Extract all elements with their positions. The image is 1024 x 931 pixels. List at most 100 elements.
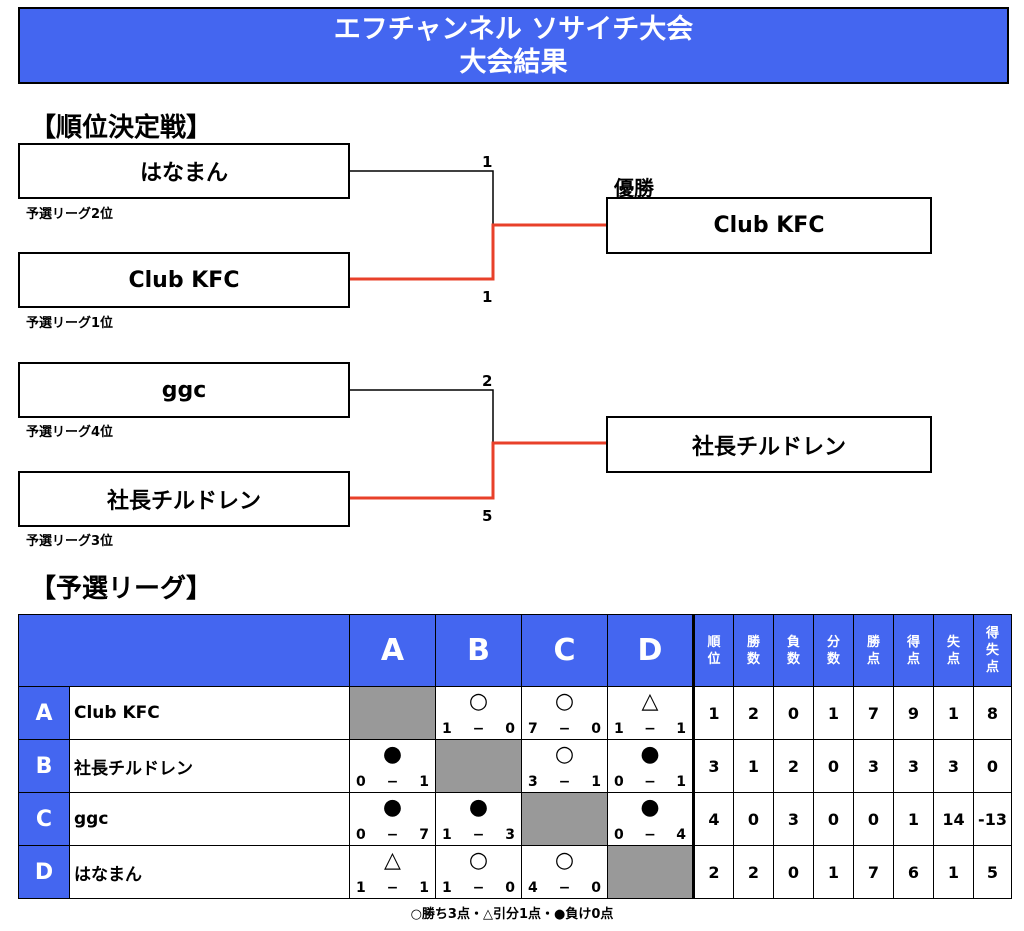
- self-match-cell: [435, 739, 522, 793]
- stat-value: 1: [813, 686, 854, 740]
- score-left: 1: [356, 879, 366, 896]
- match-result: ○3−1: [522, 741, 607, 792]
- score-ggc: 2: [482, 372, 493, 390]
- team-name: 社長チルドレン: [106, 489, 261, 514]
- team-name: ggc: [69, 792, 350, 846]
- stat-header-label: 得 点: [906, 634, 920, 667]
- match-score: 7−0: [522, 721, 607, 737]
- score-club-kfc: 1: [482, 288, 493, 306]
- stat-header-label: 失 点: [946, 634, 960, 667]
- match-result: ○1−0: [436, 847, 521, 898]
- match-result: ○ 7−0: [522, 688, 607, 739]
- prelim-rank-note: 予選リーグ1位: [26, 316, 114, 331]
- match-result-cell: ●0−1: [607, 739, 694, 793]
- self-match-cell: [607, 845, 694, 899]
- stat-value: 6: [893, 845, 934, 899]
- bracket-team-shacho-children: 社長チルドレン: [18, 471, 350, 527]
- result-symbol: ●: [640, 794, 660, 820]
- prelim-rank-note: 予選リーグ3位: [26, 534, 114, 549]
- match-result: △1−1: [350, 847, 435, 898]
- score-left: 4: [528, 879, 538, 896]
- stat-value: 9: [893, 686, 934, 740]
- result-symbol: ○: [468, 688, 489, 714]
- points-legend: ○勝ち3点・△引分1点・●負け0点: [410, 907, 614, 922]
- stat-header: 勝 点: [853, 614, 894, 687]
- stat-value: 2: [733, 845, 774, 899]
- match-result-cell: ○1−0: [435, 845, 522, 899]
- self-match-cell: [521, 792, 608, 846]
- row-letter: D: [18, 845, 70, 899]
- stat-value: 2: [692, 845, 734, 899]
- finalist-box: 社長チルドレン: [606, 416, 932, 473]
- score-hanaman: 1: [482, 153, 493, 171]
- stat-value: 1: [733, 739, 774, 793]
- champion-box: Club KFC: [606, 197, 932, 254]
- header-blank-cell: [18, 614, 350, 687]
- stat-value: 7: [853, 686, 894, 740]
- bracket-heading: 【順位決定戦】: [30, 113, 213, 143]
- score-left: 1: [442, 826, 452, 843]
- match-result: ●0−1: [350, 741, 435, 792]
- match-result-cell: ●0−7: [349, 792, 436, 846]
- result-symbol: ○: [554, 847, 575, 873]
- score-right: 1: [419, 773, 429, 790]
- bracket-win-line-shacho: [349, 441, 607, 500]
- score-dash: −: [472, 826, 485, 843]
- score-right: 4: [676, 826, 686, 843]
- score-left: 1: [442, 720, 452, 737]
- stat-value: 2: [733, 686, 774, 740]
- stat-header-label: 負 数: [786, 634, 800, 667]
- team-name: ggc: [161, 377, 207, 403]
- match-score: 0−1: [608, 774, 692, 790]
- match-result-cell: ○1−0: [435, 686, 522, 740]
- match-result-cell: ○4−0: [521, 845, 608, 899]
- prelim-rank-note: 予選リーグ2位: [26, 207, 114, 222]
- score-right: 1: [676, 773, 686, 790]
- match-result: ●0−7: [350, 794, 435, 845]
- prelim-rank-note: 予選リーグ4位: [26, 425, 114, 440]
- match-result: ○4−0: [522, 847, 607, 898]
- score-dash: −: [472, 879, 485, 896]
- match-result: ○1−0: [436, 688, 521, 739]
- score-dash: −: [558, 773, 571, 790]
- result-symbol: ●: [468, 794, 489, 820]
- score-left: 7: [528, 720, 538, 737]
- team-name: Club KFC: [69, 686, 350, 740]
- stat-value: 0: [813, 792, 854, 846]
- score-dash: −: [386, 879, 399, 896]
- stat-value: 1: [933, 686, 974, 740]
- score-right: 1: [419, 879, 429, 896]
- match-score: 1 − 1: [350, 880, 435, 896]
- match-result-cell: △1−1: [607, 686, 694, 740]
- match-result-cell: ●0−1: [349, 739, 436, 793]
- team-name: 社長チルドレン: [69, 739, 350, 793]
- stat-value: 0: [813, 739, 854, 793]
- tournament-title: エフチャンネル ソサイチ大会: [333, 14, 694, 45]
- score-right: 1: [676, 720, 686, 737]
- tournament-title-banner: エフチャンネル ソサイチ大会 大会結果: [18, 7, 1009, 84]
- score-right: 1: [591, 773, 601, 790]
- stat-value: 3: [933, 739, 974, 793]
- bracket-lines: [349, 170, 607, 500]
- stat-value: 8: [973, 686, 1012, 740]
- match-score: 3−1: [522, 774, 607, 790]
- match-result-cell: ● 1 − 3: [435, 792, 522, 846]
- result-symbol: ○: [554, 688, 575, 714]
- stat-value: 3: [692, 739, 734, 793]
- match-result: ● 1 − 3: [436, 794, 521, 845]
- stat-header: 負 数: [773, 614, 814, 687]
- result-symbol: ●: [640, 741, 660, 767]
- stat-value: 1: [692, 686, 734, 740]
- stat-header-label: 勝 点: [866, 634, 880, 667]
- stat-header: 得 失 点: [973, 614, 1012, 687]
- score-dash: −: [644, 773, 656, 790]
- self-match-cell: [349, 686, 436, 740]
- score-right: 3: [505, 826, 515, 843]
- result-symbol: △: [641, 688, 659, 714]
- score-dash: −: [386, 826, 399, 843]
- stat-value: 0: [973, 739, 1012, 793]
- team-name: はなまん: [69, 845, 350, 899]
